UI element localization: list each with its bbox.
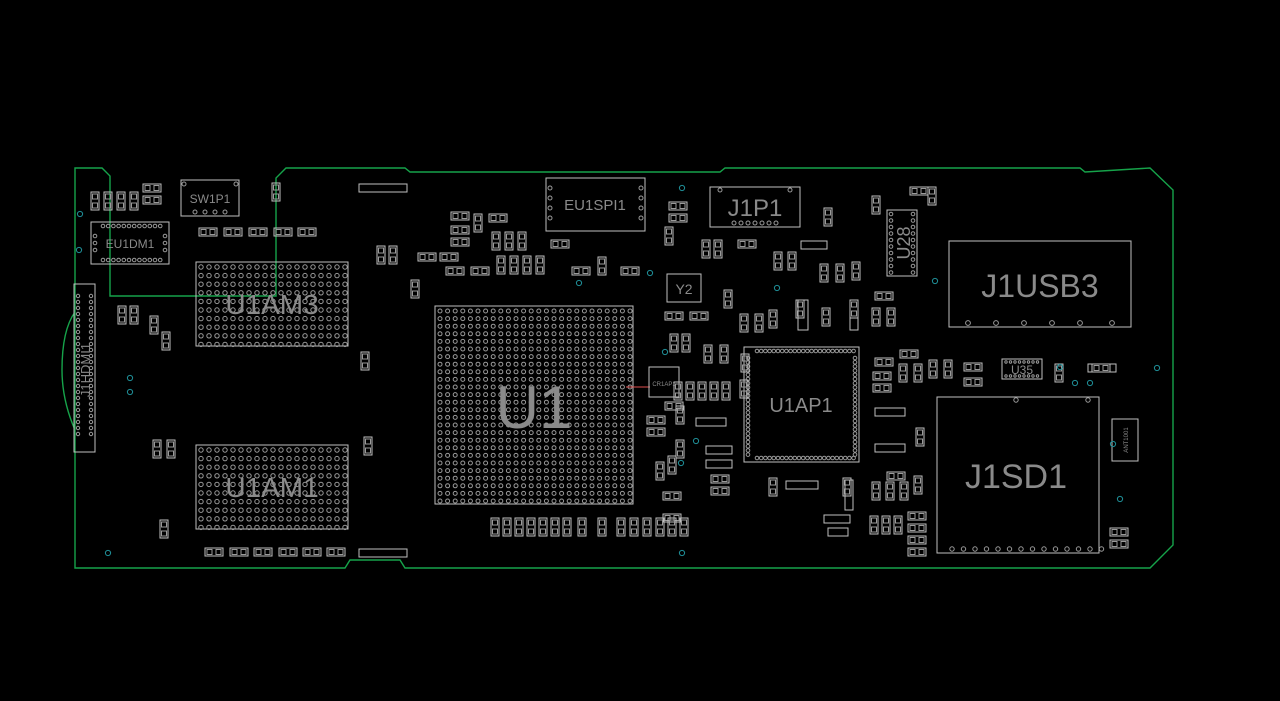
eu1dm1-label: EU1DM1 xyxy=(106,237,155,251)
u1-body[interactable] xyxy=(434,305,634,505)
eu1dm1-pads xyxy=(92,223,168,263)
u1am1-label: U1AM1 xyxy=(225,472,318,503)
ant1001-label: ANT1001 xyxy=(1124,427,1130,453)
j1p1-body[interactable] xyxy=(709,186,801,228)
j1p1-label: J1P1 xyxy=(728,195,783,222)
j1hdmi1-body[interactable] xyxy=(73,283,96,453)
u1ap1-label: U1AP1 xyxy=(769,395,832,417)
u1am3-pads xyxy=(198,264,348,348)
ant1001-body[interactable] xyxy=(1111,418,1139,462)
u35-body[interactable] xyxy=(1001,358,1043,380)
y2-body[interactable] xyxy=(666,273,702,303)
u1am3-label: U1AM3 xyxy=(225,289,318,320)
cr1ap1-label: CR1AP1 xyxy=(652,382,676,388)
u35-label: U35 xyxy=(1011,363,1033,377)
j1sd1-label: J1SD1 xyxy=(965,458,1067,496)
u28-pads xyxy=(888,211,916,275)
board-outline xyxy=(74,167,1174,569)
sw1p1-label: SW1P1 xyxy=(190,192,231,206)
sw1p1-body[interactable] xyxy=(180,179,240,217)
y2-label: Y2 xyxy=(675,281,692,297)
u1-label: U1 xyxy=(496,374,573,441)
u1am1-pads xyxy=(198,447,348,531)
eu1spi1-body[interactable] xyxy=(545,177,646,232)
vias xyxy=(75,184,1161,557)
u1-pads xyxy=(437,308,633,504)
u35-pads xyxy=(1004,360,1040,378)
sw1p1-pads xyxy=(181,181,239,215)
j1p1-pads xyxy=(717,187,793,226)
j1usb3-pads xyxy=(965,320,1115,326)
u28-body[interactable] xyxy=(886,209,918,277)
u1ap1-body[interactable] xyxy=(743,346,860,463)
j1sd1-body[interactable] xyxy=(936,396,1100,554)
hdmi-notch xyxy=(61,311,76,431)
j1hdmi1-label: J1HDMI1 xyxy=(78,343,93,397)
passive-components xyxy=(90,182,1129,558)
j1sd1-pads xyxy=(949,397,1105,552)
j1usb3-label: J1USB3 xyxy=(981,268,1098,304)
eu1dm1-body[interactable] xyxy=(90,221,170,265)
u28-label: U28 xyxy=(894,226,914,259)
j1hdmi1-pads xyxy=(75,293,94,437)
j1usb3-body[interactable] xyxy=(948,240,1132,328)
eu1spi1-label: EU1SPI1 xyxy=(564,197,626,214)
eu1spi1-pads xyxy=(547,185,644,221)
